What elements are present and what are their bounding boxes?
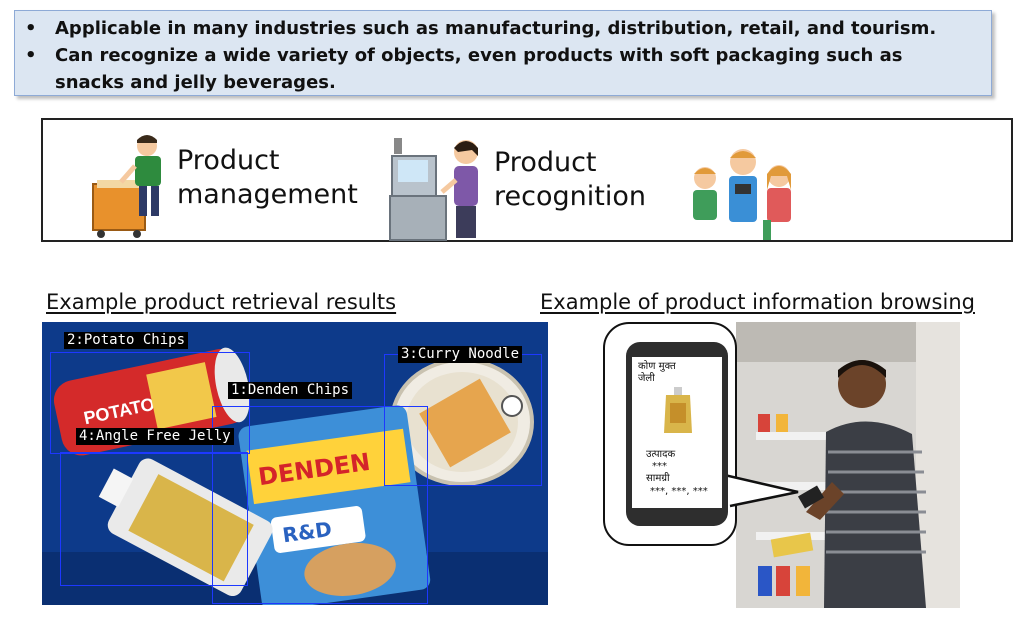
detection-label-curry-noodle: 3:Curry Noodle [398,346,523,363]
shopper-photo [736,322,960,608]
manufacturer-label: उत्पादक [646,449,676,460]
feature-bullet-box: • Applicable in many industries such as m… [14,10,992,96]
feature-text: Applicable in many industries such as ma… [55,18,937,39]
detection-label-denden-chips: 1:Denden Chips [228,382,353,399]
product-name-line2: जेली [638,373,655,384]
detection-box-curry-noodle [384,354,542,486]
browsing-section-title: Example of product information browsing [540,290,975,314]
detection-label-jelly: 4:Angle Free Jelly [76,428,234,445]
manufacturer-value: *** [652,461,667,472]
bubble-tail [720,472,799,508]
tourists-illustration [693,149,791,240]
retrieval-section-title: Example product retrieval results [46,290,397,314]
product-name-line1: कोण मुक्त [638,361,676,372]
bullet-marker: • [25,45,37,66]
detection-box-denden-chips [212,406,428,604]
phone-screen: कोण मुक्त जेली उत्पादक *** सामग्री ***, … [632,357,722,508]
product-management-label: Product management [177,145,358,210]
jelly-product-thumbnail [664,387,692,433]
bullet-marker: • [25,18,37,39]
feature-item: • Can recognize a wide variety of objects… [25,42,975,96]
product-recognition-label: Product recognition [494,147,646,212]
feature-text: Can recognize a wide variety of objects,… [55,45,903,93]
detection-label-potato-chips: 2:Potato Chips [64,332,189,349]
detection-box-potato-chips [50,352,250,454]
ingredients-label: सामग्री [646,473,670,484]
detection-box-jelly [60,452,248,586]
worker-with-cart-illustration [92,135,161,238]
retrieval-results-image: POTATO DENDEN R&D 2:Potato Chips 1:Dende… [42,322,548,605]
self-checkout-illustration [389,138,478,241]
browsing-photo [736,322,960,608]
use-case-banner: Product management Product recognition [41,118,1013,242]
feature-item: • Applicable in many industries such as m… [25,15,936,42]
ingredients-value: ***, ***, *** [650,486,708,497]
